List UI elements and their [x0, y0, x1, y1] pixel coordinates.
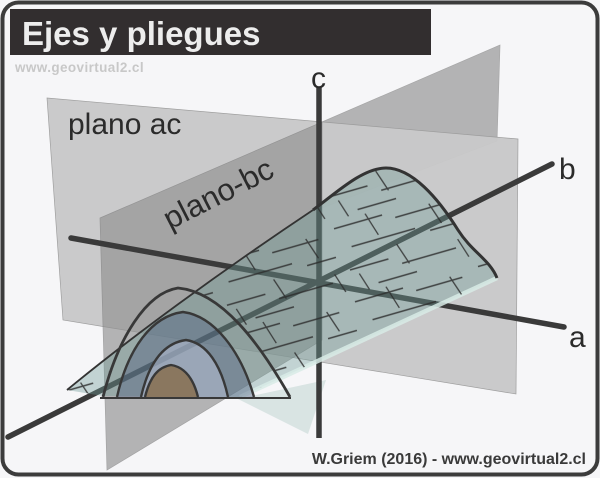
fold-far-arch-outline: [312, 166, 499, 279]
title-bar: [10, 9, 431, 55]
fold-silhouette-outline: [66, 209, 314, 391]
watermark: www.geovirtual2.cl: [14, 60, 144, 75]
fold-underside-flap: [238, 380, 326, 434]
fold-arc-2: [115, 310, 256, 398]
fold-fracture-hatching: [67, 168, 497, 397]
fold-arc-3: [139, 338, 230, 398]
credit: W.Griem (2016) - www.geovirtual2.cl: [312, 451, 586, 468]
fold-arc-outer: [101, 286, 292, 398]
axis-b-label: b: [559, 153, 576, 186]
axis-c-label: c: [311, 62, 326, 95]
page-title: Ejes y pliegues: [22, 15, 260, 52]
plane-ac-label: plano ac: [68, 108, 181, 141]
axis-a-label: a: [569, 321, 586, 354]
fold-arc-core: [143, 363, 200, 398]
